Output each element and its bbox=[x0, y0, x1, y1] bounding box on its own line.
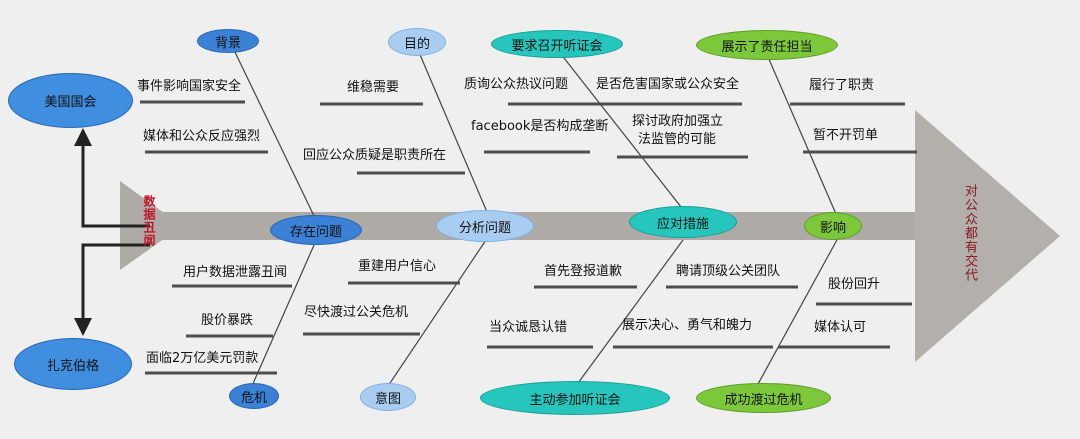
label-h4b: 法监管的可能 bbox=[638, 132, 717, 147]
head-arrow bbox=[915, 110, 1060, 362]
label-c3: 面临2万亿美元罚款 bbox=[146, 351, 259, 366]
label-p1: 维稳需要 bbox=[347, 80, 400, 95]
node-analysis: 分析问题 bbox=[436, 210, 534, 242]
label-a3: 当众诚恳认错 bbox=[489, 320, 568, 335]
label-a1: 首先登报道歉 bbox=[544, 264, 623, 279]
label-r1: 履行了职责 bbox=[809, 78, 875, 93]
arrow-down bbox=[81, 243, 150, 320]
label-h2: 是否危害国家或公众安全 bbox=[596, 77, 740, 92]
label-c2: 股价暴跌 bbox=[201, 313, 254, 328]
head-label: 数据丑闻 bbox=[142, 195, 156, 247]
label-s2: 媒体认可 bbox=[814, 320, 867, 335]
node-impact: 影响 bbox=[804, 212, 862, 240]
label-h1: 质询公众热议问题 bbox=[464, 77, 569, 92]
node-problem: 存在问题 bbox=[270, 215, 362, 245]
node-responsibility: 展示了责任担当 bbox=[696, 30, 838, 60]
label-p2: 回应公众质疑是职责所在 bbox=[303, 148, 447, 163]
label-r2: 暂不开罚单 bbox=[813, 128, 879, 143]
tail-label: 对公众都有交代 bbox=[962, 184, 977, 282]
label-c1: 用户数据泄露丑闻 bbox=[183, 265, 288, 280]
node-background: 背景 bbox=[197, 29, 259, 53]
label-h3: facebook是否构成垄断 bbox=[471, 119, 609, 134]
arrow-up bbox=[81, 143, 150, 228]
node-us-congress: 美国国会 bbox=[8, 73, 133, 128]
label-bg1: 事件影响国家安全 bbox=[137, 79, 242, 94]
label-h4a: 探讨政府加强立 bbox=[632, 114, 724, 129]
label-bg2: 媒体和公众反应强烈 bbox=[143, 129, 261, 144]
node-crisis: 危机 bbox=[229, 383, 279, 409]
label-i1: 重建用户信心 bbox=[358, 259, 437, 274]
node-zuckerberg: 扎克伯格 bbox=[14, 338, 132, 390]
node-attend-hearing: 主动参加听证会 bbox=[480, 381, 670, 415]
node-purpose: 目的 bbox=[388, 28, 446, 56]
label-a4: 展示决心、勇气和魄力 bbox=[622, 318, 753, 333]
label-s1: 股份回升 bbox=[828, 277, 881, 292]
node-intent: 意图 bbox=[360, 383, 416, 411]
node-overcome-crisis: 成功渡过危机 bbox=[696, 383, 831, 413]
label-a2: 聘请顶级公关团队 bbox=[676, 264, 781, 279]
tail-triangle bbox=[120, 181, 182, 270]
node-measures: 应对措施 bbox=[629, 206, 737, 238]
label-i2: 尽快渡过公关危机 bbox=[304, 305, 409, 320]
node-request-hearing: 要求召开听证会 bbox=[491, 30, 623, 58]
